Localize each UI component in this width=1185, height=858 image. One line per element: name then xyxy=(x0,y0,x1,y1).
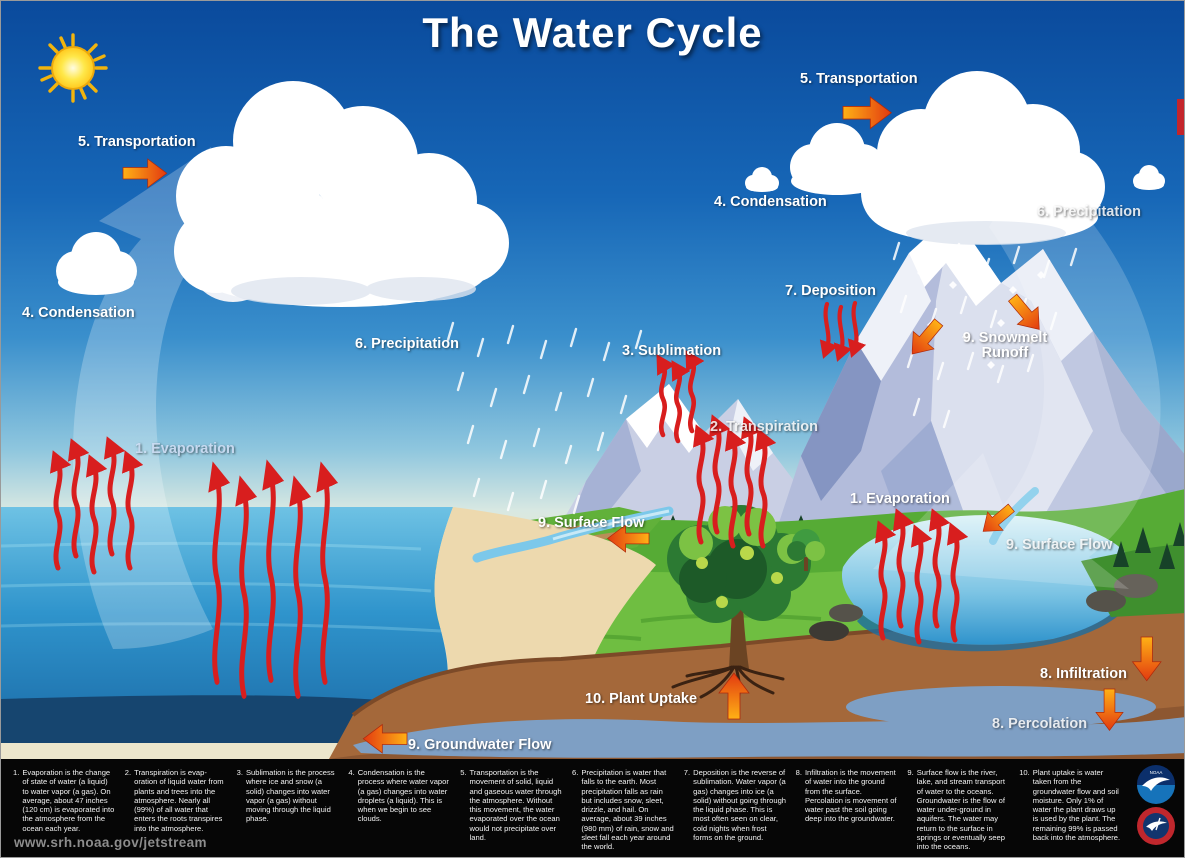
label-percolation: 8. Percolation xyxy=(992,716,1088,732)
label-precipitation-right: 6. Precipitation xyxy=(1037,204,1141,220)
website-url: www.srh.noaa.gov/jetstream xyxy=(14,835,207,850)
definition-item-2: 2.Transpiration is evap-oration of liqui… xyxy=(124,768,224,833)
lake xyxy=(841,515,1136,652)
label-transpiration: 2. Transpiration xyxy=(710,419,818,435)
groundwater-layer xyxy=(353,717,1184,758)
definition-item-1: 1.Evaporation is the change of state of … xyxy=(13,768,115,833)
cloud-small-left xyxy=(56,232,137,295)
groundwater-pocket xyxy=(846,686,1156,728)
sun-icon xyxy=(38,33,108,103)
definition-item-8: 8.Infiltration is the movement of water … xyxy=(795,768,897,824)
edge-red-tab xyxy=(1177,99,1184,135)
label-condensation-right: 4. Condensation xyxy=(714,194,827,210)
label-snowmelt-runoff: 9. Snowmelt Runoff xyxy=(962,330,1048,362)
label-plant-uptake: 10. Plant Uptake xyxy=(585,691,698,707)
label-condensation-left: 4. Condensation xyxy=(22,305,135,321)
small-tree xyxy=(787,529,825,571)
water-cycle-illustration xyxy=(1,1,1184,759)
agency-logos: NOAA xyxy=(1134,764,1178,846)
mountain-right xyxy=(753,213,1184,601)
label-precipitation-left: 6. Precipitation xyxy=(355,336,459,352)
svg-text:NOAA: NOAA xyxy=(1150,770,1163,775)
descending-air-arc-right xyxy=(873,159,1161,589)
label-evaporation-right: 1. Evaporation xyxy=(850,491,950,507)
label-surface-flow-right: 9. Surface Flow xyxy=(1006,537,1113,553)
label-transportation-right: 5. Transportation xyxy=(800,71,918,87)
definitions-grid: 1.Evaporation is the change of state of … xyxy=(13,768,1122,851)
definition-item-4: 4.Condensation is the process where wate… xyxy=(348,768,449,824)
label-surface-flow-left: 9. Surface Flow xyxy=(538,515,645,531)
cloud-medium-right xyxy=(790,123,885,195)
rain-left xyxy=(446,321,643,515)
cloud-tiny-right-2 xyxy=(1133,165,1165,190)
nws-logo-icon xyxy=(1137,807,1175,845)
snow-flakes xyxy=(917,263,1045,369)
definition-item-3: 3.Sublimation is the process where ice a… xyxy=(236,768,335,824)
definition-item-7: 7.Deposition is the reverse of sublimati… xyxy=(683,768,787,842)
definition-item-10: 10.Plant uptake is water taken from the … xyxy=(1019,768,1121,842)
label-evaporation-left: 1. Evaporation xyxy=(135,441,235,457)
definition-item-9: 9.Surface flow is the river, lake, and s… xyxy=(907,768,1005,851)
definition-item-6: 6.Precipitation is water that falls to t… xyxy=(572,768,674,851)
label-infiltration: 8. Infiltration xyxy=(1040,666,1127,682)
noaa-logo-icon: NOAA xyxy=(1137,765,1175,804)
label-deposition: 7. Deposition xyxy=(785,283,877,299)
cloud-tiny-right-1 xyxy=(745,167,779,192)
label-transportation-left: 5. Transportation xyxy=(78,134,196,150)
label-groundwater-flow: 9. Groundwater Flow xyxy=(408,737,552,753)
ocean xyxy=(1,507,453,743)
rocks-cliff xyxy=(809,522,1184,641)
page-title: The Water Cycle xyxy=(422,9,763,56)
cloud-large-left xyxy=(174,81,509,307)
definitions-strip: 1.Evaporation is the change of state of … xyxy=(1,759,1184,857)
definition-item-5: 5.Transportation is the movement of soli… xyxy=(460,768,562,842)
label-sublimation: 3. Sublimation xyxy=(622,343,722,359)
